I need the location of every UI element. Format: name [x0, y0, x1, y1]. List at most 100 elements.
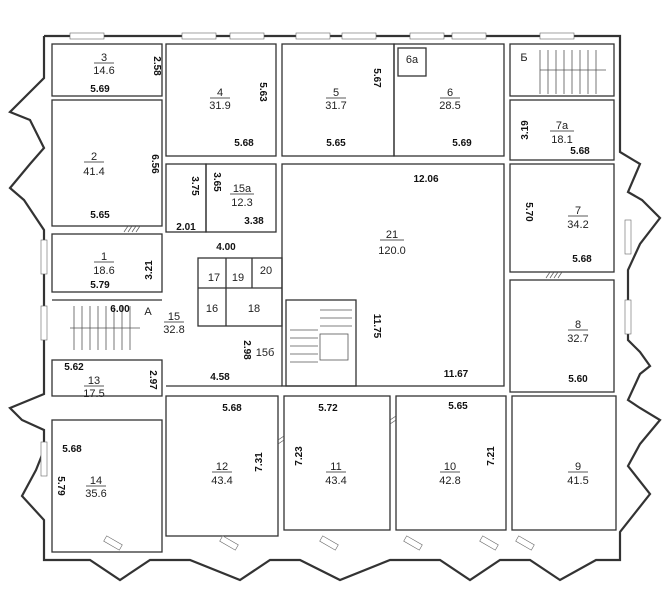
- room-number: 7а: [556, 120, 569, 132]
- room-number: 19: [232, 272, 244, 284]
- room-label-18: 18: [248, 303, 260, 315]
- dimension-label: 2.97: [147, 370, 158, 390]
- room-label-20: 20: [260, 265, 272, 277]
- dimension-label: 5.63: [257, 82, 268, 102]
- room-number: 16: [206, 303, 218, 315]
- dimension-label: 12.06: [413, 174, 438, 185]
- room-label-11: 11 43.4: [325, 461, 346, 487]
- room-label-a: А: [144, 306, 152, 318]
- dimension-labels: 2.58 5.69 5.63 5.68 5.67 5.65 5.69 6.56 …: [55, 56, 592, 496]
- room-label-16: 16: [206, 303, 218, 315]
- dimension-label: 5.62: [64, 362, 84, 373]
- room-area: 12.3: [231, 197, 252, 209]
- room-area: 32.8: [163, 324, 184, 336]
- dimension-label: 3.75: [189, 176, 200, 196]
- room-area: 42.8: [439, 475, 460, 487]
- dimension-label: 5.69: [452, 138, 472, 149]
- dimension-label: 3.21: [144, 260, 155, 280]
- room-label-b: Б: [520, 52, 527, 64]
- room-number: 11: [330, 461, 341, 473]
- dimension-label: 2.01: [176, 222, 196, 233]
- dimension-label: 6.00: [110, 304, 130, 315]
- room-label-6: 6 28.5: [439, 87, 460, 112]
- dimension-label: 5.68: [570, 146, 590, 157]
- dimension-label: 5.65: [90, 210, 110, 221]
- dimension-label: 7.23: [294, 446, 305, 466]
- room-label-2: 2 41.4: [83, 151, 104, 178]
- room-area: 120.0: [378, 245, 406, 257]
- room-number: Б: [520, 52, 527, 64]
- room-number: 4: [217, 87, 223, 99]
- room-label-17: 17: [208, 272, 220, 284]
- stairs-a: [70, 306, 140, 350]
- room-number: 6а: [406, 54, 419, 66]
- room-area: 28.5: [439, 100, 460, 112]
- room-label-15a: 15а 12.3: [230, 183, 254, 209]
- dimension-label: 5.69: [90, 84, 110, 95]
- room-area: 34.2: [567, 219, 588, 231]
- dimension-label: 5.65: [326, 138, 346, 149]
- room-label-13: 13 17.5: [83, 375, 104, 400]
- dimension-label: 5.65: [448, 401, 468, 412]
- room-label-1: 1 18.6: [93, 251, 114, 277]
- interior-walls: [51, 43, 617, 553]
- room-number: 9: [575, 461, 581, 473]
- room-label-14: 14 35.6: [85, 475, 106, 500]
- room-number: 15: [168, 311, 180, 323]
- room-area: 43.4: [325, 475, 346, 487]
- dimension-label: 5.68: [62, 444, 82, 455]
- dimension-label: 5.72: [318, 403, 338, 414]
- room-label-7a: 7а 18.1: [550, 120, 574, 146]
- room-label-12: 12 43.4: [211, 461, 232, 487]
- room-label-5: 5 31.7: [325, 87, 346, 112]
- room-area: 43.4: [211, 475, 232, 487]
- room-label-10: 10 42.8: [439, 461, 460, 487]
- dimension-label: 7.21: [486, 446, 497, 466]
- room-area: 14.6: [93, 65, 114, 77]
- dimension-label: 7.31: [254, 452, 265, 472]
- room-number: 3: [101, 52, 107, 64]
- dimension-label: 5.68: [222, 403, 242, 414]
- dimension-label: 3.38: [244, 216, 264, 227]
- room-number: А: [144, 306, 152, 318]
- room-number: 1: [101, 251, 107, 263]
- room-number: 18: [248, 303, 260, 315]
- hatched-openings: [123, 225, 563, 445]
- room-label-8: 8 32.7: [567, 319, 588, 345]
- room-area: 18.6: [93, 265, 114, 277]
- room-area: 31.9: [209, 100, 230, 112]
- room-number: 15а: [233, 183, 252, 195]
- room-area: 41.4: [83, 166, 104, 178]
- room-area: 31.7: [325, 100, 346, 112]
- room-area: 32.7: [567, 333, 588, 345]
- dimension-label: 5.60: [568, 374, 588, 385]
- room-number: 14: [90, 475, 102, 487]
- outer-wall: [8, 34, 662, 582]
- room-label-15: 15 32.8: [163, 311, 184, 336]
- room-number: 2: [91, 151, 97, 163]
- room-number: 13: [88, 375, 100, 387]
- room-area: 41.5: [567, 475, 588, 487]
- dimension-label: 2.98: [241, 340, 252, 360]
- dimension-label: 6.56: [149, 154, 160, 174]
- dimension-label: 4.00: [216, 242, 236, 253]
- room-label-15b: 15б: [256, 347, 275, 359]
- stairs-b: [539, 50, 606, 94]
- room-number: 12: [216, 461, 228, 473]
- dimension-label: 5.79: [90, 280, 110, 291]
- room-label-9: 9 41.5: [567, 461, 588, 487]
- dimension-label: 3.19: [520, 120, 531, 140]
- room-number: 8: [575, 319, 581, 331]
- room-number: 20: [260, 265, 272, 277]
- room-label-21: 21 120.0: [378, 229, 406, 257]
- dimension-label: 5.70: [523, 202, 534, 222]
- room-label-3: 3 14.6: [93, 52, 114, 77]
- room-number: 21: [386, 229, 398, 241]
- room-number: 6: [447, 87, 453, 99]
- dimension-label: 5.67: [371, 68, 382, 88]
- room-number: 7: [575, 205, 581, 217]
- dimension-label: 11.75: [371, 314, 382, 339]
- room-area: 18.1: [551, 134, 572, 146]
- room-label-6a: 6а: [406, 54, 419, 66]
